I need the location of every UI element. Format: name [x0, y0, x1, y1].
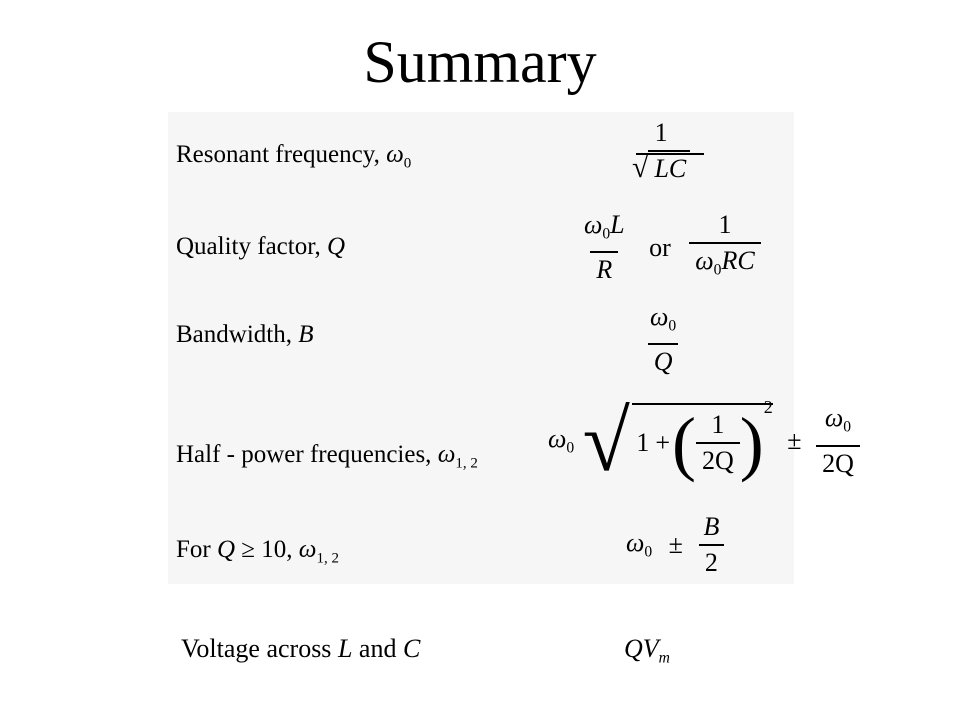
- row-approx-formula: ω0 ± B 2: [626, 512, 725, 578]
- row-resonant-label: Resonant frequency, ω0: [176, 141, 412, 172]
- row-resonant-formula: 1 √LC: [628, 118, 694, 184]
- row-halfpower-formula: ω0 √ 1+( 1 2Q )2 ± ω0 2Q: [548, 397, 860, 484]
- row-approx-label: For Q ≥ 10, ω1, 2: [176, 536, 339, 567]
- row-quality-label: Quality factor, Q: [176, 233, 346, 260]
- row-bandwidth-label: Bandwidth, B: [176, 321, 314, 348]
- fraction: 1 √LC: [632, 118, 691, 184]
- voltage-label: Voltage across L and C: [181, 634, 421, 663]
- summary-table: [168, 112, 794, 584]
- sqrt-radicand: 1+( 1 2Q )2: [632, 397, 773, 479]
- page-title: Summary: [363, 29, 597, 95]
- sqrt-icon: √: [632, 151, 649, 184]
- row-bandwidth-formula: ω0 Q: [640, 302, 686, 377]
- row-quality-formula: ω0L R or 1 ω0RC: [574, 210, 765, 285]
- row-halfpower-label: Half - power frequencies, ω1, 2: [176, 441, 478, 472]
- fraction-bar: [636, 153, 704, 155]
- voltage-value: QVm: [624, 634, 670, 667]
- sqrt-icon: √: [582, 393, 630, 489]
